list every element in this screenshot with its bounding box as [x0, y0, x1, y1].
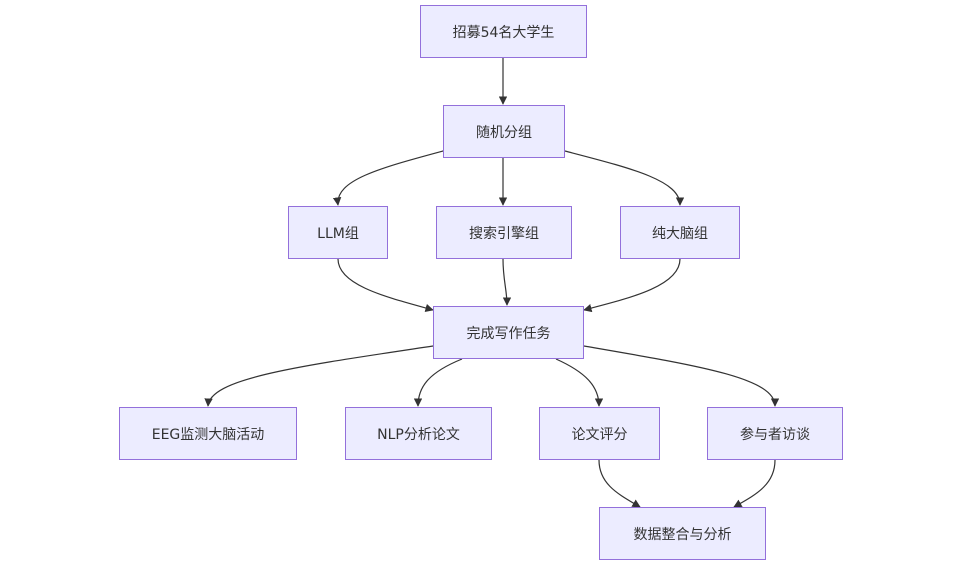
- node-search-engine-group: 搜索引擎组: [436, 206, 572, 259]
- node-llm-group: LLM组: [288, 206, 388, 259]
- node-writing-task: 完成写作任务: [433, 306, 584, 359]
- edge-search-task: [502, 258, 512, 306]
- node-recruit: 招募54名大学生: [420, 5, 587, 58]
- node-random-grouping: 随机分组: [443, 105, 565, 158]
- node-data-integration: 数据整合与分析: [599, 507, 766, 560]
- node-nlp-analysis: NLP分析论文: [345, 407, 492, 460]
- node-eeg-monitoring: EEG监测大脑活动: [119, 407, 297, 460]
- node-essay-scoring: 论文评分: [539, 407, 660, 460]
- node-brain-only-group: 纯大脑组: [620, 206, 740, 259]
- edge-random-brain: [564, 150, 685, 206]
- node-participant-interview: 参与者访谈: [707, 407, 843, 460]
- edge-interview-integrate: [733, 459, 776, 508]
- edge-llm-task: [337, 258, 434, 313]
- edge-task-eeg: [204, 345, 434, 407]
- edge-task-nlp: [413, 358, 463, 407]
- edge-task-interview: [583, 345, 780, 407]
- edge-random-llm: [332, 150, 444, 206]
- edge-score-integrate: [598, 459, 641, 508]
- edge-brain-task: [583, 258, 681, 313]
- edge-task-score: [555, 358, 604, 407]
